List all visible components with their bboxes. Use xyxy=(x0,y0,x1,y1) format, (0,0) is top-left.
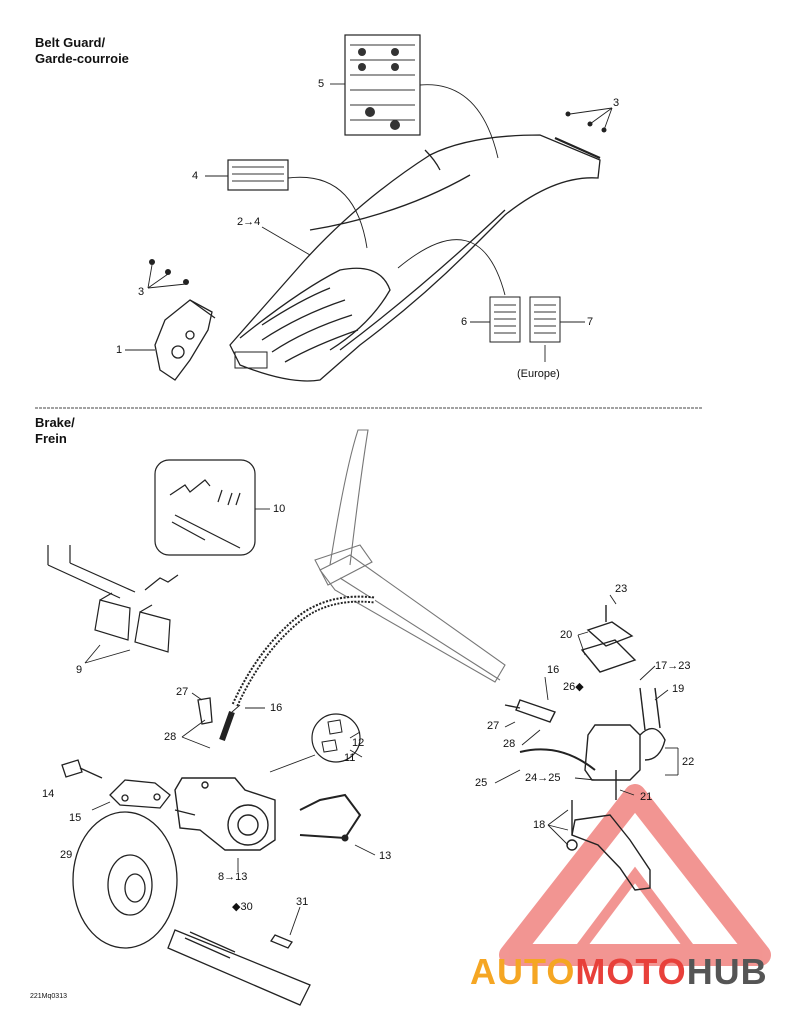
watermark-logo: AUTOMOTOHUB xyxy=(470,951,768,993)
callout-14: 14 xyxy=(42,788,55,800)
callout-27-right: 27 xyxy=(487,720,500,732)
brake-title-en: Brake/ xyxy=(35,415,75,430)
callout-28-left: 28 xyxy=(164,731,177,743)
callout-3-left: 3 xyxy=(138,286,145,298)
callout-16-left: 16 xyxy=(270,702,283,714)
belt-guard xyxy=(229,134,601,382)
kit-box xyxy=(154,459,256,556)
callout-7: 7 xyxy=(587,316,594,328)
callout-29: 29 xyxy=(60,849,73,861)
callout-25: 25 xyxy=(475,777,488,789)
bleeder-detail xyxy=(311,713,361,763)
callout-31: 31 xyxy=(296,896,309,908)
callout-12: 12 xyxy=(352,737,365,749)
callout-6: 6 xyxy=(461,316,468,328)
callout-3-right: 3 xyxy=(613,97,620,109)
callout-europe: (Europe) xyxy=(517,368,560,380)
caliper xyxy=(174,777,276,851)
warning-labels xyxy=(227,34,561,343)
callout-10: 10 xyxy=(273,503,286,515)
callout-9: 9 xyxy=(76,664,83,676)
belt-guard-title: Belt Guard/ Garde-courroie xyxy=(35,35,129,67)
drop-icon: ◆ xyxy=(575,681,584,693)
callout-26: 26◆ xyxy=(563,681,584,693)
watermark-part2: MOTO xyxy=(575,951,687,992)
callout-19: 19 xyxy=(672,683,685,695)
callout-20: 20 xyxy=(560,629,573,641)
leader-lines-brake xyxy=(84,508,679,936)
callout-27-left: 27 xyxy=(176,686,189,698)
callout-22: 22 xyxy=(682,756,695,768)
brake-lever xyxy=(566,770,651,891)
watermark-part1: AUTO xyxy=(470,951,576,992)
brake-title-fr: Frein xyxy=(35,431,67,446)
belt-guard-title-fr: Garde-courroie xyxy=(35,51,129,66)
caliper-bracket xyxy=(61,697,213,809)
figure-code: 221Mq0313 xyxy=(30,993,67,1000)
callout-23: 23 xyxy=(615,583,628,595)
callout-18: 18 xyxy=(533,819,546,831)
leader-lines-top xyxy=(125,83,613,362)
master-cylinder xyxy=(504,605,666,781)
callout-26-text: 26 xyxy=(563,681,576,693)
callout-13: 13 xyxy=(379,850,392,862)
callout-4: 4 xyxy=(192,170,199,182)
callout-21: 21 xyxy=(640,791,653,803)
callout-28-right: 28 xyxy=(503,738,516,750)
callout-2-4: 2→4 xyxy=(237,216,261,228)
brake-pads xyxy=(47,545,179,653)
shaft xyxy=(167,929,311,1006)
callout-16-right: 16 xyxy=(547,664,560,676)
callout-5: 5 xyxy=(318,78,325,90)
brake-disc xyxy=(72,811,178,949)
callout-17-23: 17→23 xyxy=(655,660,691,672)
watermark-triangle xyxy=(499,784,771,966)
brake-title: Brake/ Frein xyxy=(35,415,75,447)
brake-line xyxy=(299,793,362,840)
callout-11: 11 xyxy=(344,752,356,764)
guard-bracket xyxy=(154,299,216,381)
callout-8-13: 8→13 xyxy=(218,871,248,883)
callout-30: ◆30 xyxy=(232,901,253,913)
handlebar xyxy=(314,429,506,683)
callout-30-text: 30 xyxy=(240,901,253,913)
nuts xyxy=(149,111,607,285)
drop-icon: ◆ xyxy=(232,901,241,913)
callout-15: 15 xyxy=(69,812,82,824)
callout-24-25: 24→25 xyxy=(525,772,561,784)
callout-1: 1 xyxy=(116,344,123,356)
belt-guard-title-en: Belt Guard/ xyxy=(35,35,106,50)
watermark-part3: HUB xyxy=(686,951,768,992)
